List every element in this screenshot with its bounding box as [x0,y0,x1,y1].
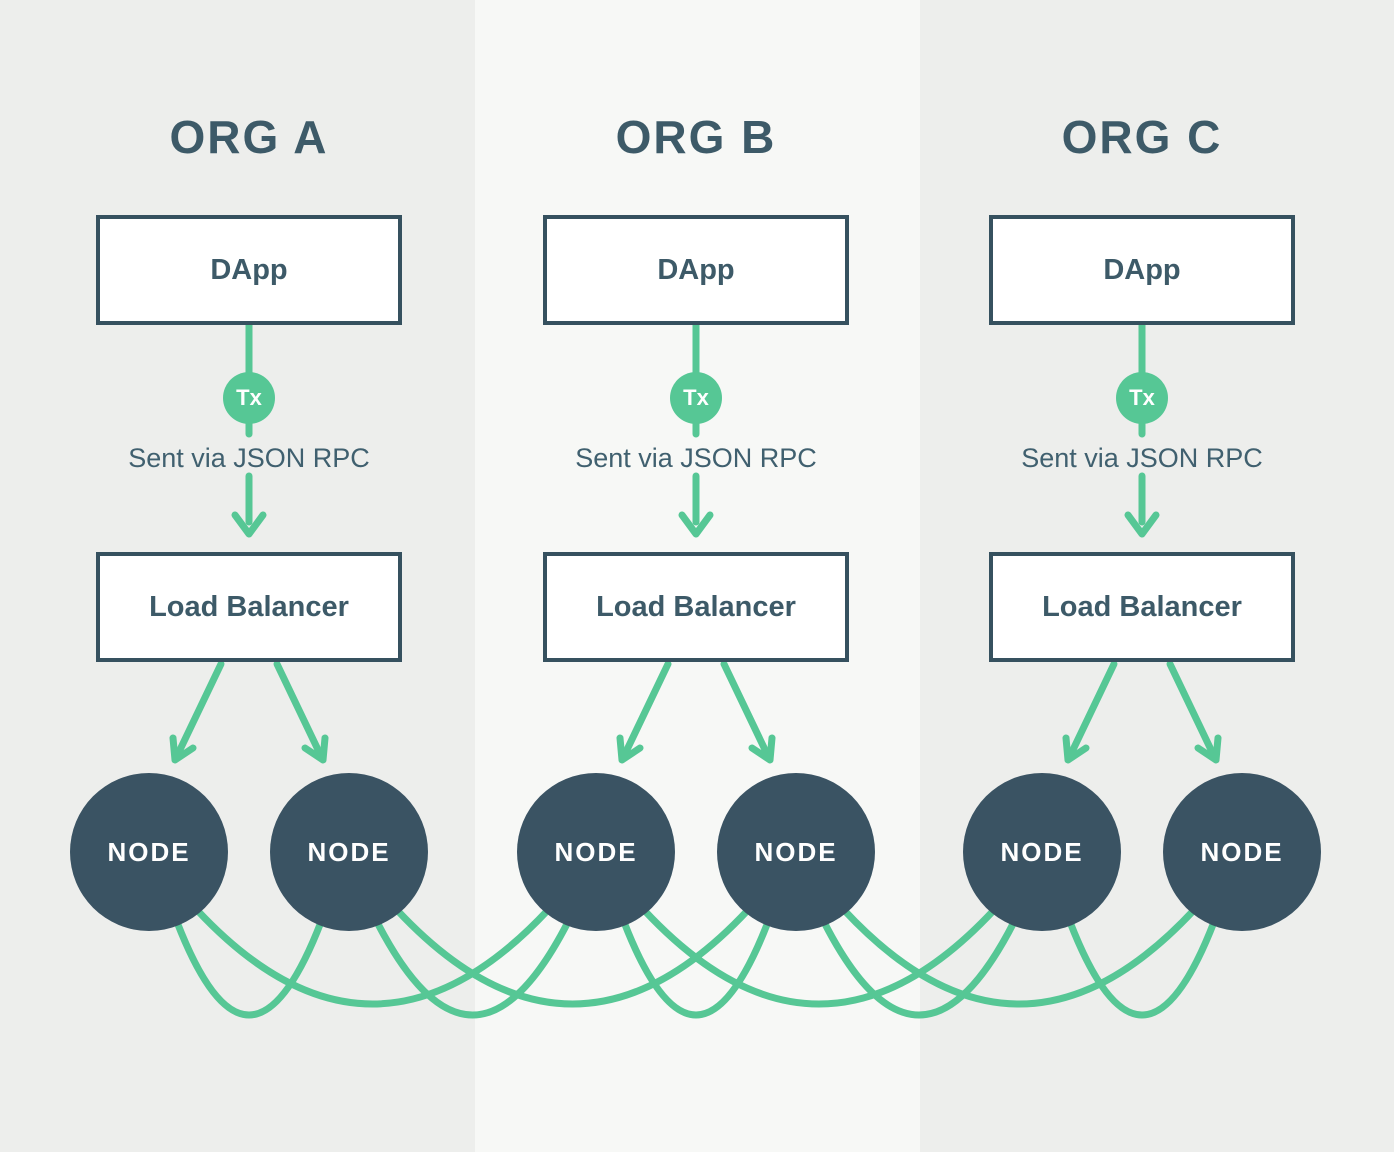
chevron-down-icon [301,734,329,764]
org-c-flow-arrows [1062,318,1222,764]
dapp-box: DApp [989,215,1295,325]
node-circle: NODE [517,773,675,931]
chevron-down-icon [1062,734,1090,764]
node-label: NODE [554,836,638,867]
mesh-arc-n3-n4 [620,918,772,1019]
lb-to-left-node-line [620,660,672,760]
lb-to-left-node-line [1066,660,1118,760]
load-balancer-label: Load Balancer [1042,590,1242,623]
node-circle: NODE [70,773,228,931]
lb-to-right-node-line [1166,660,1218,760]
dapp-box-label: DApp [1103,253,1181,286]
mesh-arc-n5-n6 [1066,918,1218,1019]
json-rpc-caption: Sent via JSON RPC [575,443,817,473]
node-label: NODE [1000,836,1084,867]
chevron-down-icon [678,511,714,538]
mesh-arc-n1-n2 [173,918,325,1019]
mesh-arc-n2-n3 [373,918,572,1019]
chevron-down-icon [616,734,644,764]
org-title: ORG B [615,111,777,163]
dapp-box-label: DApp [657,253,735,286]
node-circle: NODE [963,773,1121,931]
load-balancer-box: Load Balancer [96,552,402,662]
dapp-box: DApp [96,215,402,325]
org-title: ORG C [1061,111,1223,163]
mesh-arc-n4-n5 [820,918,1018,1019]
node-circle: NODE [717,773,875,931]
chevron-down-icon [1194,734,1222,764]
chevron-down-icon [748,734,776,764]
org-title: ORG A [169,111,329,163]
node-label: NODE [1200,836,1284,867]
lb-to-right-node-line [720,660,772,760]
dapp-box: DApp [543,215,849,325]
chevron-down-icon [169,734,197,764]
node-mesh-arcs [173,906,1218,1019]
node-circle: NODE [270,773,428,931]
load-balancer-box: Load Balancer [989,552,1295,662]
chevron-down-icon [1124,511,1160,538]
node-label: NODE [307,836,391,867]
dapp-box-label: DApp [210,253,288,286]
lb-to-left-node-line [173,660,225,760]
mesh-arc-n1-n3 [193,906,552,1008]
json-rpc-caption: Sent via JSON RPC [1021,443,1263,473]
json-rpc-caption: Sent via JSON RPC [128,443,370,473]
mesh-arc-n4-n6 [840,906,1198,1008]
chevron-down-icon [231,511,267,538]
load-balancer-box: Load Balancer [543,552,849,662]
tx-transaction-badge: Tx [1116,372,1168,424]
tx-transaction-badge: Tx [670,372,722,424]
node-label: NODE [754,836,838,867]
lb-to-right-node-line [273,660,325,760]
node-circle: NODE [1163,773,1321,931]
load-balancer-label: Load Balancer [149,590,349,623]
load-balancer-label: Load Balancer [596,590,796,623]
mesh-arc-n2-n4 [393,906,752,1008]
tx-transaction-badge: Tx [223,372,275,424]
node-label: NODE [107,836,191,867]
mesh-arc-n3-n5 [640,906,998,1008]
